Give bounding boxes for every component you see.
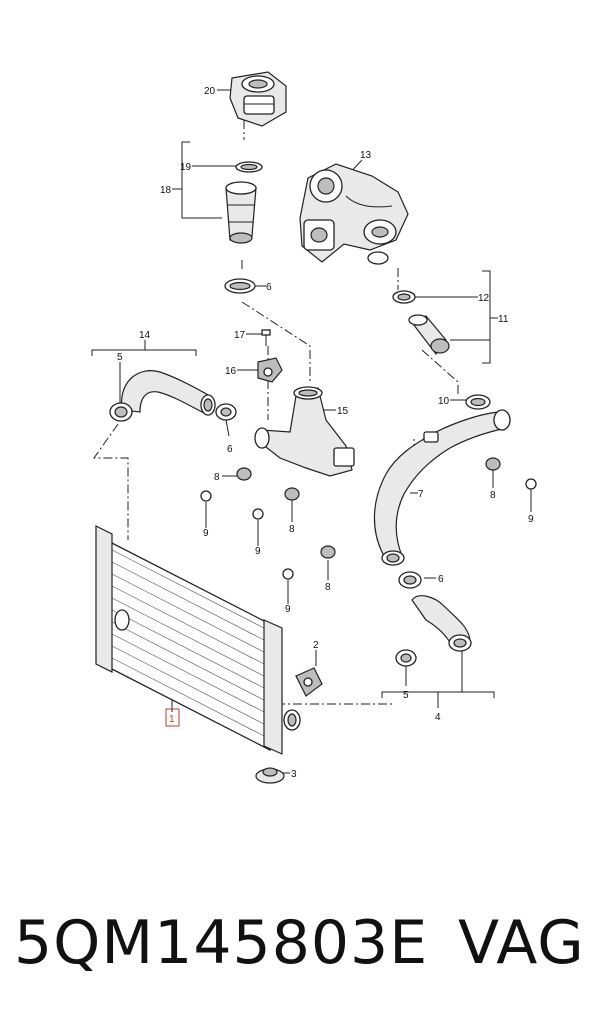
part-label-4: 4	[435, 712, 441, 723]
part-label-18: 18	[160, 185, 172, 196]
short-hose-part	[408, 314, 450, 356]
grommet-and-bolt-parts	[200, 457, 537, 580]
part-label-6: 6	[266, 282, 272, 293]
part-label-5: 5	[117, 352, 123, 363]
bolt-part	[261, 329, 271, 346]
part-label-16: 16	[225, 366, 237, 377]
leader-lines	[91, 89, 532, 774]
intercooler-part	[95, 525, 301, 755]
part-label-8: 8	[289, 524, 295, 535]
part-label-2: 2	[313, 640, 319, 651]
part-label-19: 19	[180, 162, 192, 173]
part-label-12: 12	[478, 293, 490, 304]
part-label-10: 10	[438, 396, 450, 407]
bracket-part	[295, 667, 323, 697]
part-label-17: 17	[234, 330, 246, 341]
lower-hose-part	[395, 595, 472, 667]
part-label-15: 15	[337, 406, 349, 417]
part-label-14: 14	[139, 330, 151, 341]
hose-clamp-part	[215, 403, 237, 421]
caption-bar: 5QM145803E VAG	[0, 888, 600, 998]
part-label-9: 9	[528, 514, 534, 525]
part-label-3: 3	[291, 769, 297, 780]
intake-pipe-part	[254, 386, 355, 477]
hose-clamp-part	[398, 571, 422, 589]
part-label-13: 13	[360, 150, 372, 161]
part-label-11: 11	[498, 314, 509, 325]
part-label-8: 8	[214, 472, 220, 483]
clamp-part	[235, 161, 263, 173]
part-label-5: 5	[403, 690, 409, 701]
charge-air-pipe-part	[373, 409, 511, 566]
part-label-7: 7	[418, 489, 424, 500]
pressure-sensor-part	[257, 357, 283, 383]
part-label-1: 1	[169, 714, 175, 725]
rubber-mount-part	[255, 767, 285, 784]
charge-air-hose-part	[109, 370, 216, 422]
exploded-parts-diagram: 20 19 18 13 6 12 11 14 5 17 16 15 10 6 8…	[91, 71, 537, 784]
part-label-9: 9	[203, 528, 209, 539]
brand-text: VAG	[458, 908, 585, 978]
part-label-20: 20	[204, 86, 216, 97]
part-label-6: 6	[227, 444, 233, 455]
part-label-9: 9	[285, 604, 291, 615]
hose-sleeve-part	[225, 181, 257, 244]
clamp-part	[392, 290, 416, 304]
turbocharger-part	[299, 163, 409, 265]
part-label-6: 6	[438, 574, 444, 585]
part-label-8: 8	[325, 582, 331, 593]
part-label-9: 9	[255, 546, 261, 557]
part-label-1-box	[165, 708, 180, 727]
part-label-8: 8	[490, 490, 496, 501]
flange-housing-part	[229, 71, 287, 127]
part-labels: 20 19 18 13 6 12 11 14 5 17 16 15 10 6 8…	[117, 86, 534, 780]
hose-clamp-part	[224, 278, 256, 294]
part-number-text: 5QM145803E	[14, 908, 429, 978]
clamp-part	[465, 394, 491, 410]
